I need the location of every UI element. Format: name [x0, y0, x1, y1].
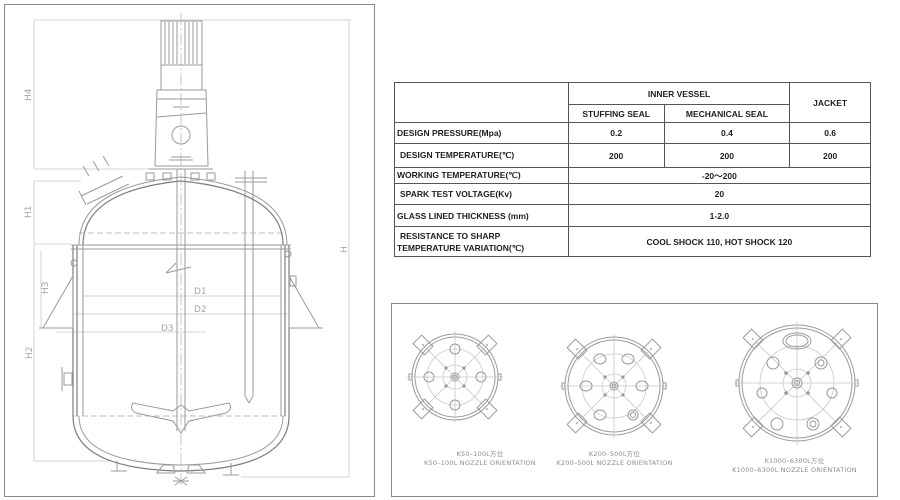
specification-table: INNER VESSEL JACKET STUFFING SEAL MECHAN… — [394, 82, 872, 257]
caption-k200-500: K200–500L方位 K200–500L NOZZLE ORIENTATION — [547, 450, 682, 468]
dim-label-d2: D2 — [194, 305, 207, 315]
side-nozzle — [61, 367, 73, 391]
dimension-lines — [33, 19, 351, 478]
dim-label-h1: H1 — [24, 206, 34, 219]
bottom-outlet — [111, 461, 239, 486]
caption-cn: K200–500L方位 — [588, 450, 641, 458]
table-row: WORKING TEMPERATURE(℃) -20～200 — [394, 167, 872, 184]
cell-value: COOL SHOCK 110, HOT SHOCK 120 — [567, 226, 872, 257]
motor — [145, 20, 216, 181]
thermowell-nozzle — [235, 171, 267, 404]
header-inner-vessel: INNER VESSEL — [567, 82, 791, 105]
caption-en: K50–100L NOZZLE ORIENTATION — [424, 459, 536, 467]
nozzle-diagram-k200-500 — [560, 334, 668, 438]
label-line-1: RESISTANCE TO SHARP — [400, 230, 501, 241]
table-header-row: INNER VESSEL JACKET — [394, 82, 871, 123]
dim-label-h2: H2 — [25, 347, 35, 360]
caption-k50-100: K50–100L方位 K50–100L NOZZLE ORIENTATION — [415, 450, 545, 468]
cell-value: -20～200 — [567, 167, 872, 184]
row-label-spark-test-voltage: SPARK TEST VOLTAGE(Kv) — [394, 183, 569, 205]
nozzle-diagram-k50-100 — [407, 331, 503, 423]
reactor-elevation-drawing: H4 H1 H3 H2 H D1 D2 D3 — [4, 4, 375, 497]
dim-label-h4: H4 — [24, 88, 34, 101]
table-row: DESIGN TEMPERATURE(℃) 200 200 200 — [394, 143, 871, 168]
header-mechanical-seal: MECHANICAL SEAL — [663, 104, 791, 123]
caption-en: K200–500L NOZZLE ORIENTATION — [556, 459, 673, 467]
cell-value: 1-2.0 — [567, 204, 872, 227]
support-lugs — [39, 250, 323, 329]
caption-en: K1000–6300L NOZZLE ORIENTATION — [732, 466, 857, 474]
nozzle-orientation-svg — [407, 321, 859, 445]
caption-cn: K50–100L方位 — [456, 450, 504, 458]
cell-value: 200 — [789, 143, 871, 168]
row-label-design-pressure: DESIGN PRESSURE(Mpa) — [394, 122, 569, 144]
row-label-design-temperature: DESIGN TEMPERATURE(℃) — [394, 143, 569, 168]
dimension-text: H4 H1 H3 H2 H D1 D2 D3 — [24, 88, 350, 359]
dim-label-d1: D1 — [194, 287, 207, 297]
dim-label-d3: D3 — [161, 324, 174, 334]
cell-value: 200 — [567, 143, 665, 168]
row-label-working-temperature: WORKING TEMPERATURE(℃) — [394, 167, 569, 184]
table-row: SPARK TEST VOLTAGE(Kv) 20 — [394, 183, 872, 205]
agitator — [131, 13, 231, 486]
table-corner-cell — [394, 82, 569, 123]
table-row: DESIGN PRESSURE(Mpa) 0.2 0.4 0.6 — [394, 122, 871, 144]
caption-cn: K1000–6300L方位 — [764, 457, 825, 465]
nozzle-diagram-k1000-6300 — [735, 321, 859, 445]
cell-value: 0.4 — [663, 122, 791, 144]
cell-value: 200 — [663, 143, 791, 168]
cell-value: 0.6 — [789, 122, 871, 144]
dim-label-h: H — [340, 246, 350, 253]
label-line-2: TEMPERATURE VARIATION(℃) — [397, 242, 525, 253]
table-subheader-row: STUFFING SEAL MECHANICAL SEAL — [395, 104, 871, 123]
row-label-resistance-sharp-temp: RESISTANCE TO SHARP TEMPERATURE VARIATIO… — [394, 226, 569, 257]
table-row: GLASS LINED THICKNESS (mm) 1-2.0 — [394, 204, 872, 227]
nozzle-orientation-panel: K50–100L方位 K50–100L NOZZLE ORIENTATION K… — [391, 303, 878, 497]
cell-value: 0.2 — [567, 122, 665, 144]
caption-k1000-6300: K1000–6300L方位 K1000–6300L NOZZLE ORIENTA… — [722, 457, 867, 475]
header-stuffing-seal: STUFFING SEAL — [567, 104, 665, 123]
header-jacket: JACKET — [789, 82, 871, 123]
cell-value: 20 — [567, 183, 872, 205]
angled-nozzle — [78, 155, 130, 206]
table-row: RESISTANCE TO SHARP TEMPERATURE VARIATIO… — [394, 226, 872, 257]
reactor-drawing-svg: H4 H1 H3 H2 H D1 D2 D3 — [24, 13, 351, 486]
dim-label-h3: H3 — [41, 282, 51, 295]
row-label-glass-lined-thickness: GLASS LINED THICKNESS (mm) — [394, 204, 569, 227]
